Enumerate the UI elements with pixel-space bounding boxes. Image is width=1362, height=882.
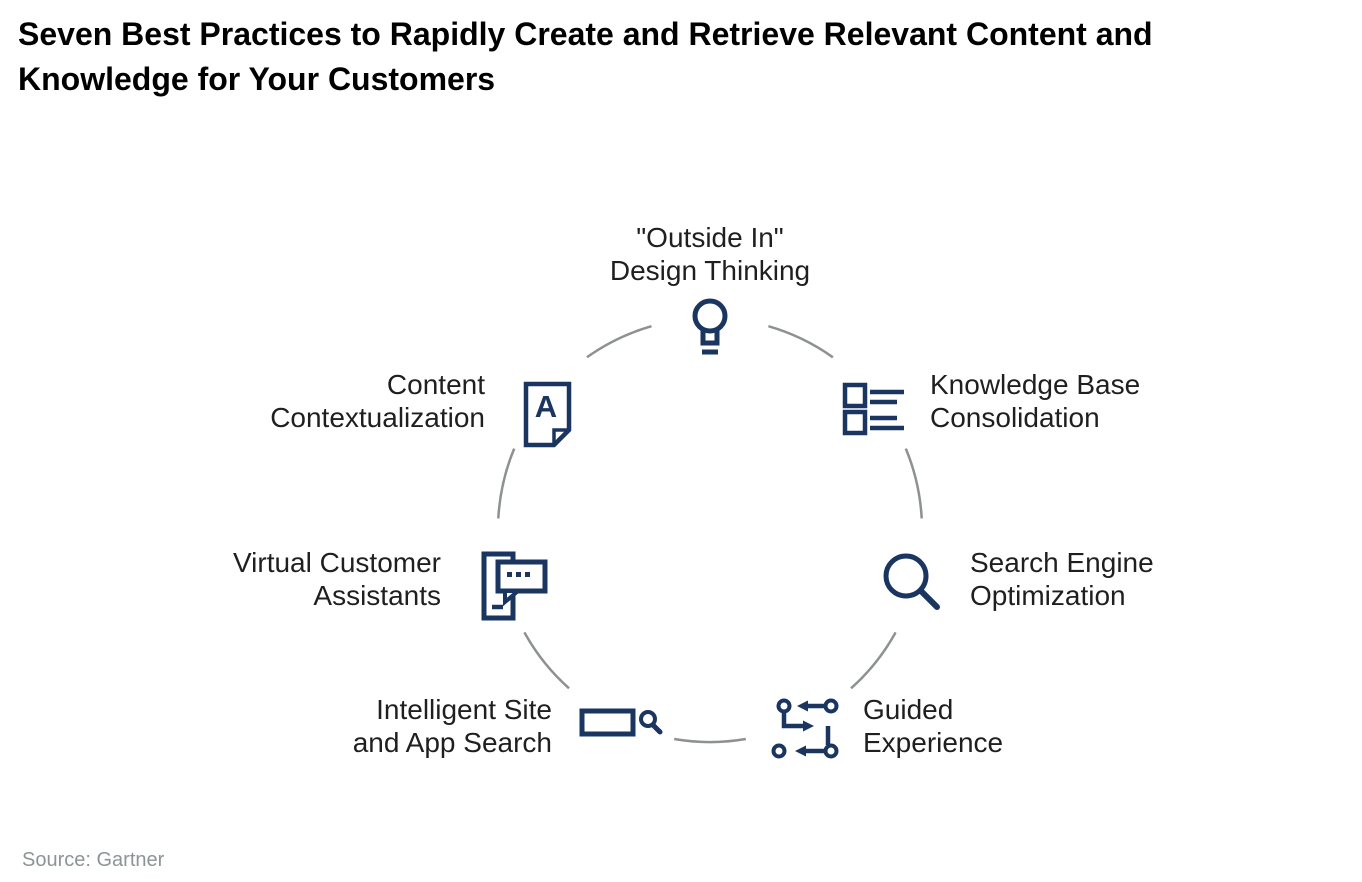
figure-title-line1: Seven Best Practices to Rapidly Create a…: [18, 16, 1153, 52]
chat-device-icon: [481, 551, 548, 621]
figure-title: Seven Best Practices to Rapidly Create a…: [18, 12, 1153, 102]
label-line: Search Engine: [970, 547, 1154, 578]
circle-arc: [768, 324, 834, 359]
label-line: Design Thinking: [609, 255, 811, 286]
circle-arc: [904, 448, 923, 519]
circle-arc: [497, 448, 516, 519]
magnifier-icon: [883, 553, 940, 610]
label-line: Intelligent Site: [376, 694, 552, 725]
label-line: "Outside In": [636, 222, 784, 253]
label-outside-in-design-thinking: "Outside In" Design Thinking: [610, 221, 810, 287]
document-letter: A: [535, 389, 557, 424]
circle-arcs: [497, 324, 923, 744]
circle-arc: [673, 737, 747, 744]
label-line: Virtual Customer: [232, 547, 441, 578]
label-line: Experience: [863, 727, 1004, 758]
bulleted-list-icon: [842, 382, 904, 436]
document-a-icon: A: [523, 381, 572, 448]
search-box-icon: [579, 708, 663, 737]
lightbulb-icon: [692, 298, 728, 355]
source-note: Source: Gartner: [22, 849, 165, 871]
label-intelligent-site-and-app-search: Intelligent Site and App Search: [353, 693, 552, 759]
label-line: Consolidation: [930, 402, 1100, 433]
label-guided-experience: Guided Experience: [863, 693, 1003, 759]
figure-title-line2: Knowledge for Your Customers: [18, 61, 496, 97]
label-line: Content: [386, 369, 485, 400]
label-search-engine-optimization: Search Engine Optimization: [970, 546, 1154, 612]
label-line: Knowledge Base: [930, 369, 1141, 400]
label-line: Guided: [863, 694, 954, 725]
circle-arc: [850, 631, 897, 690]
circle-arc: [523, 631, 570, 690]
label-line: Assistants: [313, 580, 441, 611]
label-line: and App Search: [352, 727, 552, 758]
label-line: Contextualization: [270, 402, 485, 433]
label-content-contextualization: Content Contextualization: [270, 368, 485, 434]
label-virtual-customer-assistants: Virtual Customer Assistants: [233, 546, 441, 612]
label-line: Optimization: [970, 580, 1126, 611]
flow-arrows-icon: [771, 698, 839, 759]
label-knowledge-base-consolidation: Knowledge Base Consolidation: [930, 368, 1140, 434]
circle-arc: [586, 324, 652, 359]
